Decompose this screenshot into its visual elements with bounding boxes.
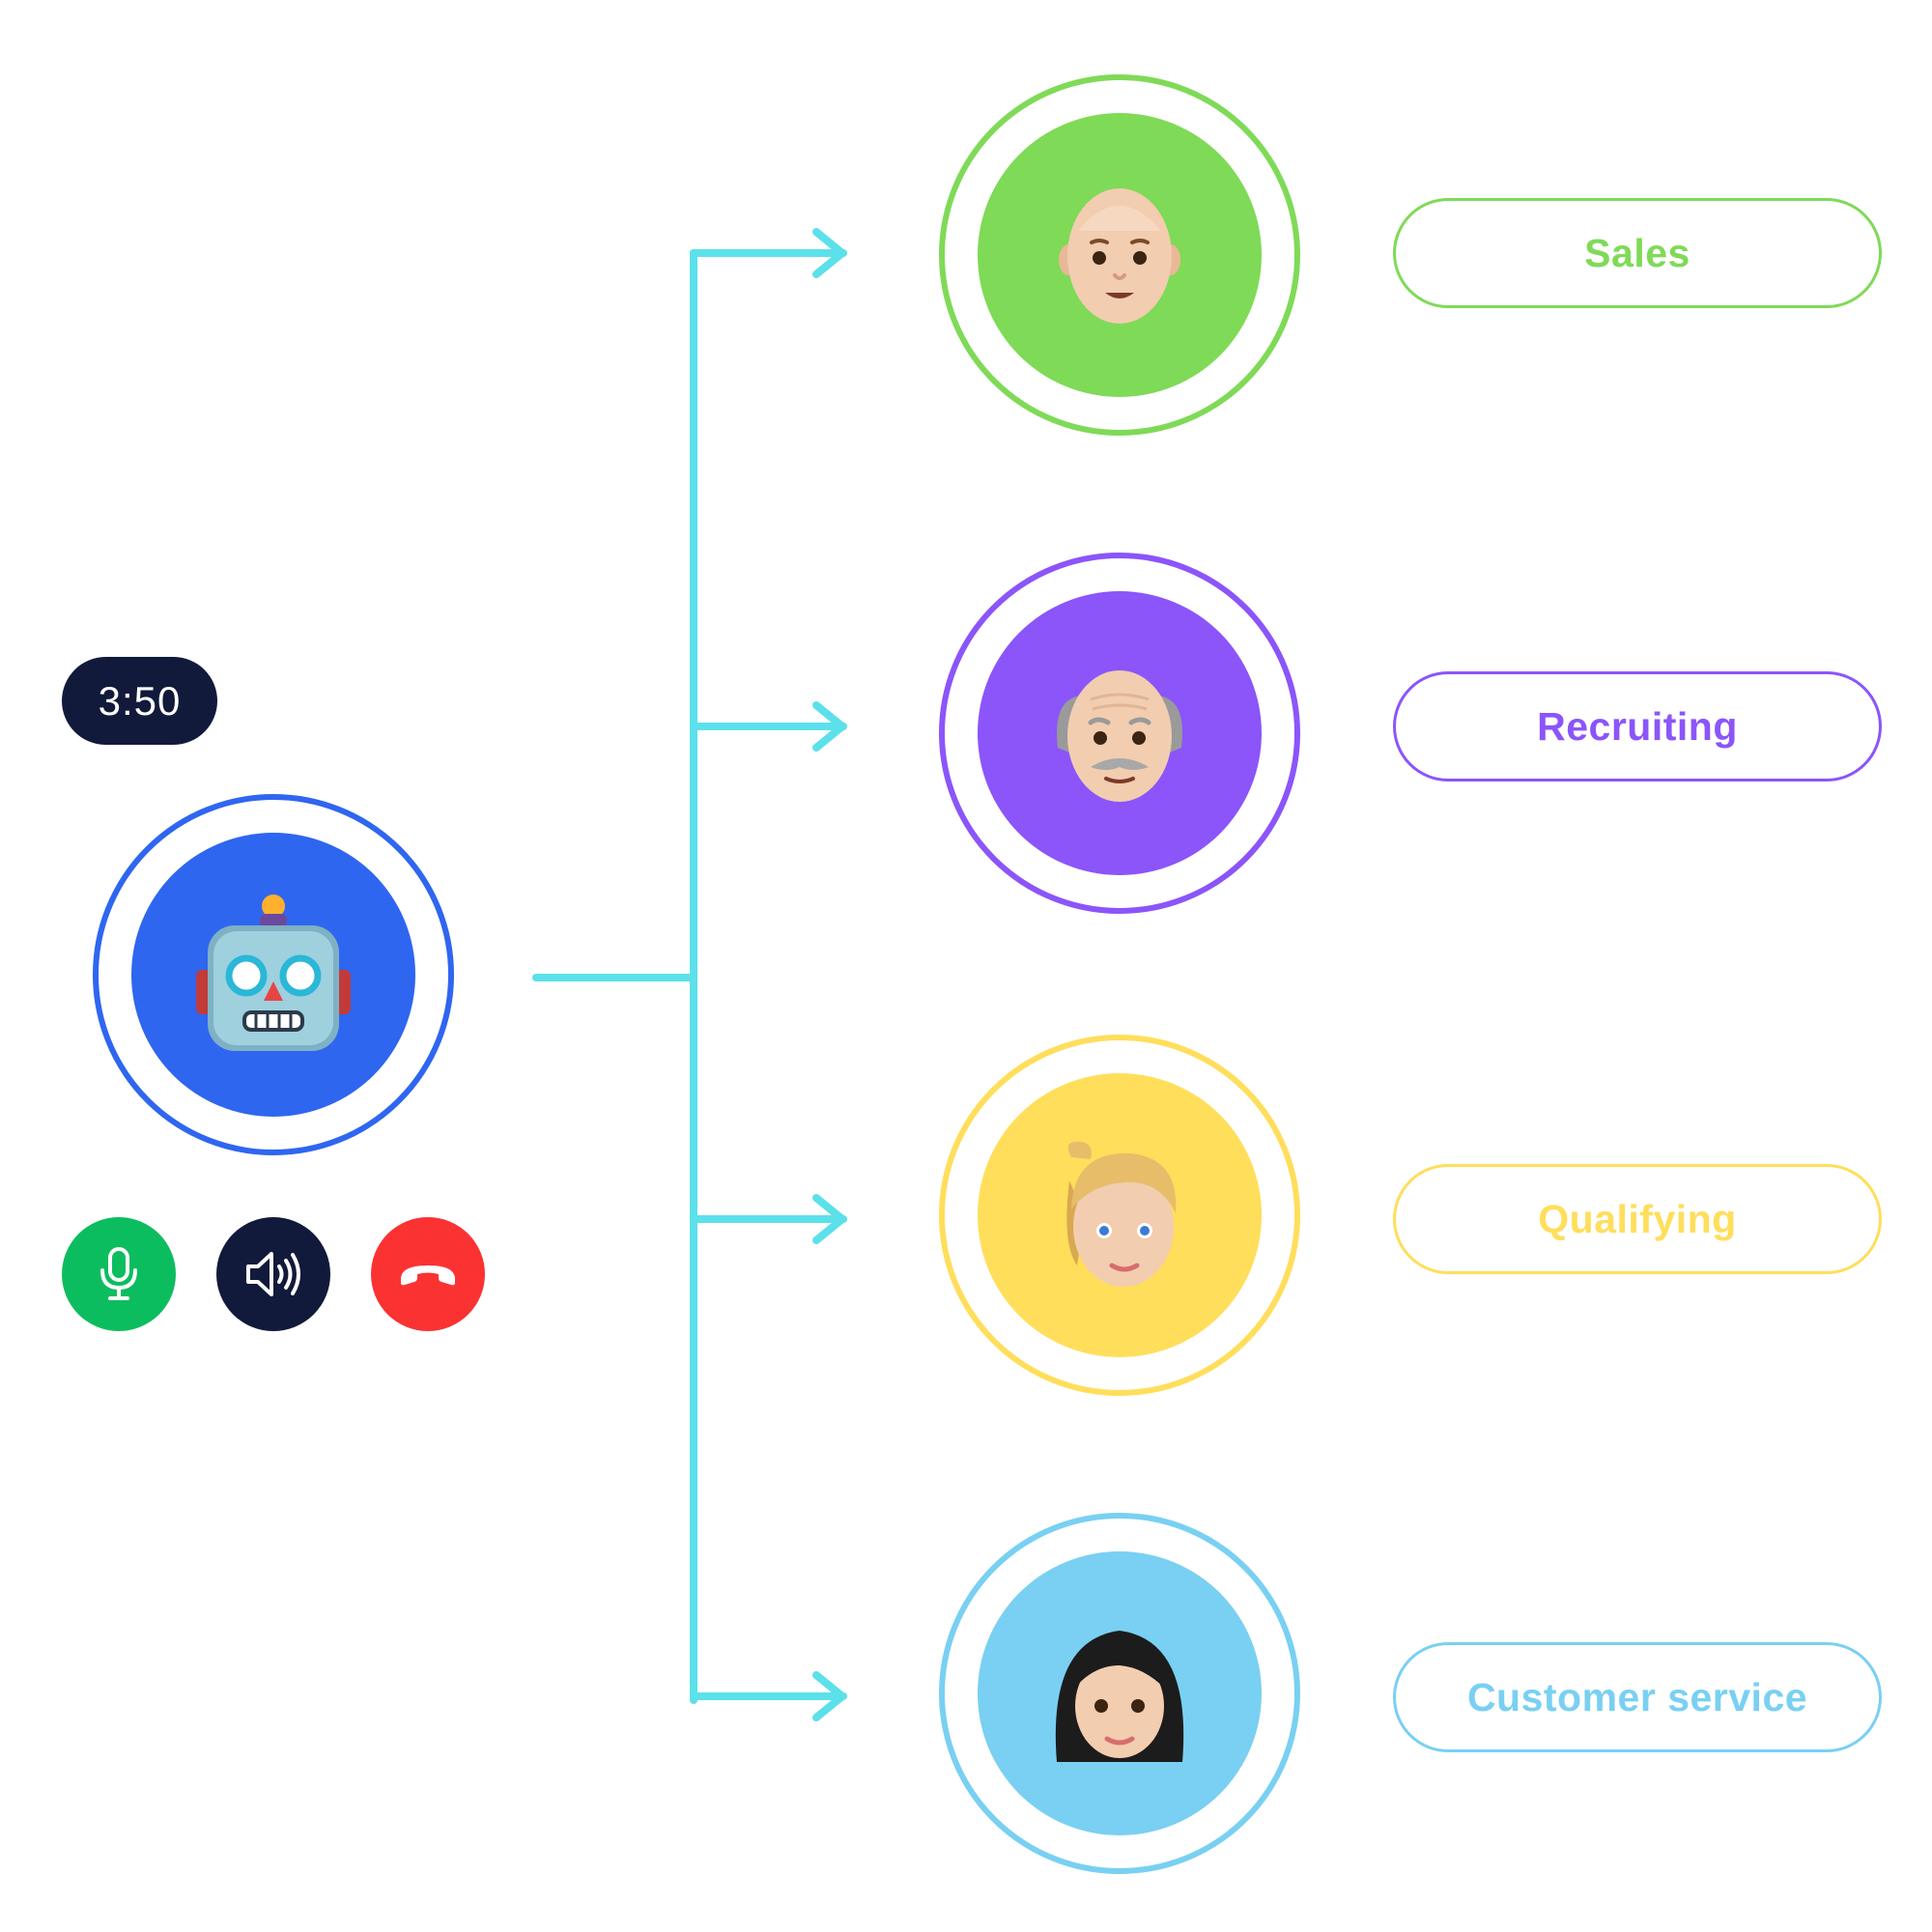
microphone-button[interactable]	[62, 1217, 176, 1331]
arrow-head-customer-service	[812, 1671, 846, 1721]
label-qualifying: Qualifying	[1393, 1164, 1882, 1274]
dark-haired-woman-icon	[1055, 1631, 1184, 1762]
arrow-head-recruiting	[812, 701, 846, 752]
bald-man-icon	[1059, 188, 1180, 324]
speaker-button[interactable]	[216, 1217, 330, 1331]
caller-avatar	[131, 833, 415, 1117]
phone-hang-up-icon	[401, 1265, 455, 1286]
label-sales: Sales	[1393, 198, 1882, 308]
arrow-head-sales	[812, 228, 846, 278]
speaker-icon	[246, 1252, 300, 1296]
arrow-head-qualifying	[812, 1194, 846, 1244]
agent-avatar-qualifying	[978, 1073, 1262, 1357]
blonde-woman-icon	[1066, 1141, 1177, 1287]
old-man-icon	[1057, 670, 1182, 802]
agent-avatar-customer-service	[978, 1551, 1262, 1835]
label-customer-service: Customer service	[1393, 1642, 1882, 1752]
agent-avatar-recruiting	[978, 591, 1262, 875]
label-recruiting: Recruiting	[1393, 671, 1882, 781]
microphone-icon	[100, 1247, 137, 1300]
agent-avatar-sales	[978, 113, 1262, 397]
call-timer: 3:50	[62, 657, 217, 745]
hang-up-button[interactable]	[371, 1217, 485, 1331]
robot-icon	[196, 895, 351, 1051]
